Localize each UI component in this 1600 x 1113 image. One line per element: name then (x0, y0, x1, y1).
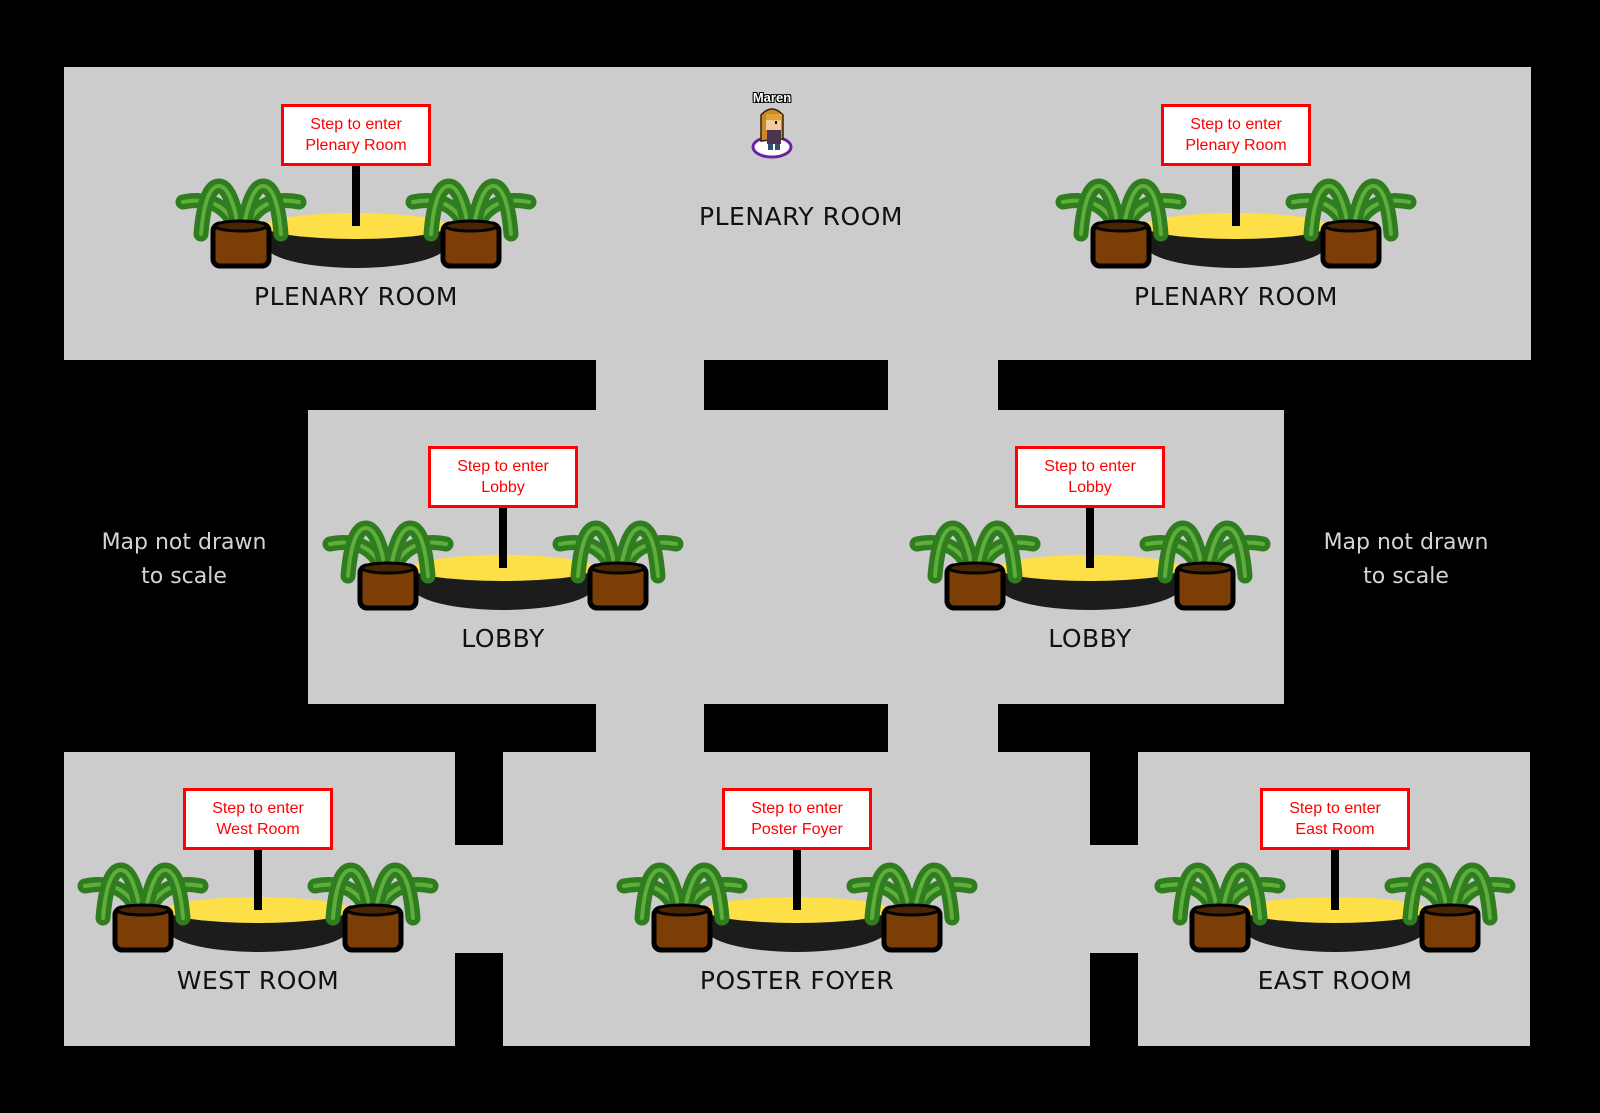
platform-icon (171, 164, 541, 274)
sign-line: Plenary Room (305, 137, 407, 154)
enter-sign[interactable]: Step to enter West Room (183, 788, 333, 850)
sign-line: Step to enter (1044, 458, 1136, 475)
room-label: POSTER FOYER (699, 966, 895, 995)
portal-kiosk[interactable]: Step to enter Plenary Room (171, 104, 541, 274)
enter-sign[interactable]: Step to enter Lobby (1015, 446, 1165, 508)
enter-sign[interactable]: Step to enter Poster Foyer (722, 788, 872, 850)
note-line: to scale (1363, 564, 1449, 589)
sign-line: Lobby (1068, 479, 1112, 496)
doorway (1088, 845, 1140, 953)
platform-icon (1150, 848, 1520, 958)
sign-line: East Room (1295, 821, 1375, 838)
platform-icon (612, 848, 982, 958)
platform-icon (905, 506, 1275, 616)
plenary-room-center-label: PLENARY ROOM (699, 202, 903, 231)
portal-kiosk[interactable]: Step to enter Plenary Room (1051, 104, 1421, 274)
scale-note: Map not drawn to scale (1324, 526, 1489, 594)
portal-kiosk[interactable]: Step to enter Poster Foyer (612, 788, 982, 958)
corridor (888, 702, 998, 754)
sign-line: Poster Foyer (751, 821, 843, 838)
room-label: PLENARY ROOM (254, 282, 458, 311)
room-label: LOBBY (1048, 624, 1132, 653)
portal-kiosk[interactable]: Step to enter East Room (1150, 788, 1520, 958)
sign-line: Step to enter (1190, 116, 1282, 133)
room-label: EAST ROOM (1257, 966, 1413, 995)
enter-sign[interactable]: Step to enter Lobby (428, 446, 578, 508)
sign-line: Lobby (481, 479, 525, 496)
note-line: Map not drawn (1323, 530, 1489, 555)
doorway (453, 845, 505, 953)
sign-line: Step to enter (457, 458, 549, 475)
room-label: WEST ROOM (176, 966, 340, 995)
sign-line: West Room (216, 821, 300, 838)
sign-line: Step to enter (212, 800, 304, 817)
sign-line: Step to enter (1289, 800, 1381, 817)
platform-icon (1051, 164, 1421, 274)
enter-sign[interactable]: Step to enter Plenary Room (281, 104, 431, 166)
portal-kiosk[interactable]: Step to enter Lobby (905, 446, 1275, 616)
portal-kiosk[interactable]: Step to enter Lobby (318, 446, 688, 616)
sign-line: Step to enter (310, 116, 402, 133)
platform-icon (73, 848, 443, 958)
player-name: Maren (752, 90, 792, 105)
enter-sign[interactable]: Step to enter East Room (1260, 788, 1410, 850)
sign-line: Plenary Room (1185, 137, 1287, 154)
corridor (596, 702, 704, 754)
room-label: LOBBY (461, 624, 545, 653)
corridor (888, 358, 998, 412)
player-sprite-icon (751, 108, 793, 159)
corridor (596, 358, 704, 412)
room-label: PLENARY ROOM (1134, 282, 1338, 311)
sign-line: Step to enter (751, 800, 843, 817)
portal-kiosk[interactable]: Step to enter West Room (73, 788, 443, 958)
note-line: Map not drawn (101, 530, 267, 555)
player-avatar[interactable]: Maren (749, 90, 795, 164)
enter-sign[interactable]: Step to enter Plenary Room (1161, 104, 1311, 166)
scale-note: Map not drawn to scale (102, 526, 267, 594)
note-line: to scale (141, 564, 227, 589)
platform-icon (318, 506, 688, 616)
